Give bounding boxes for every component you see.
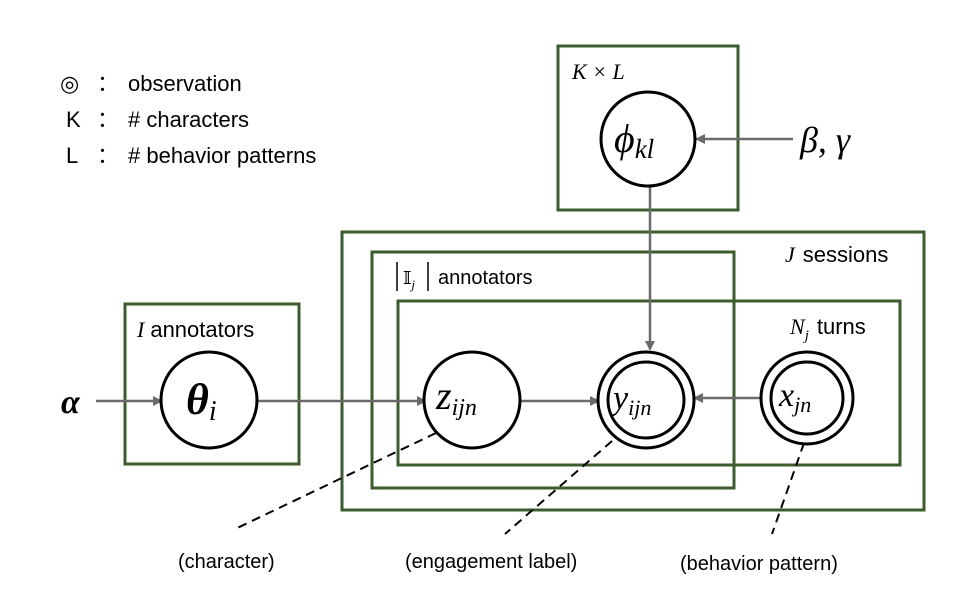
legend-observation-text: observation (128, 71, 242, 96)
node-y-observed: yijn (596, 350, 696, 450)
plate-kl-label: K × L (571, 59, 625, 84)
node-theta: θi (159, 350, 259, 450)
svg-text:zijn: zijn (435, 373, 477, 421)
hyperparameter-alpha: α (61, 384, 81, 421)
legend-k-symbol: K (66, 107, 81, 132)
legend: ◎ ： observation K ： # characters L ： # b… (60, 71, 316, 168)
callout-line-character (232, 432, 437, 531)
legend-separator: ： (97, 143, 119, 168)
callout-label-engagement: (engagement label) (405, 551, 577, 573)
node-x-observed: xjn (759, 350, 855, 446)
svg-text:yijn: yijn (610, 380, 651, 420)
node-z: zijn (422, 350, 522, 450)
legend-l-symbol: L (66, 143, 78, 168)
callout-label-behavior: (behavior pattern) (680, 553, 838, 575)
plate-kl (556, 44, 740, 212)
legend-k-text: # characters (128, 107, 249, 132)
svg-text:𝕀j: 𝕀j (403, 268, 415, 292)
plate-annotators (123, 302, 301, 466)
svg-text:ϕkl: ϕkl (614, 116, 654, 164)
svg-text:xjn: xjn (778, 377, 811, 417)
callout-label-character: (character) (178, 551, 275, 573)
legend-separator: ： (97, 71, 119, 96)
legend-l-text: # behavior patterns (128, 143, 316, 168)
legend-observation-symbol: ◎ (60, 71, 79, 96)
legend-separator: ： (97, 107, 119, 132)
callout-line-behavior (771, 442, 805, 535)
plate-session-annotators-label: 𝕀j annotators (396, 262, 533, 292)
svg-text:θi: θi (186, 375, 217, 427)
svg-text:annotators: annotators (438, 267, 533, 289)
callout-line-engagement (504, 440, 613, 535)
node-phi: ϕkl (599, 90, 697, 188)
plate-session-annotators (370, 250, 736, 490)
hyperparameter-beta-gamma: β, γ (799, 120, 851, 160)
plate-sessions (340, 230, 926, 512)
